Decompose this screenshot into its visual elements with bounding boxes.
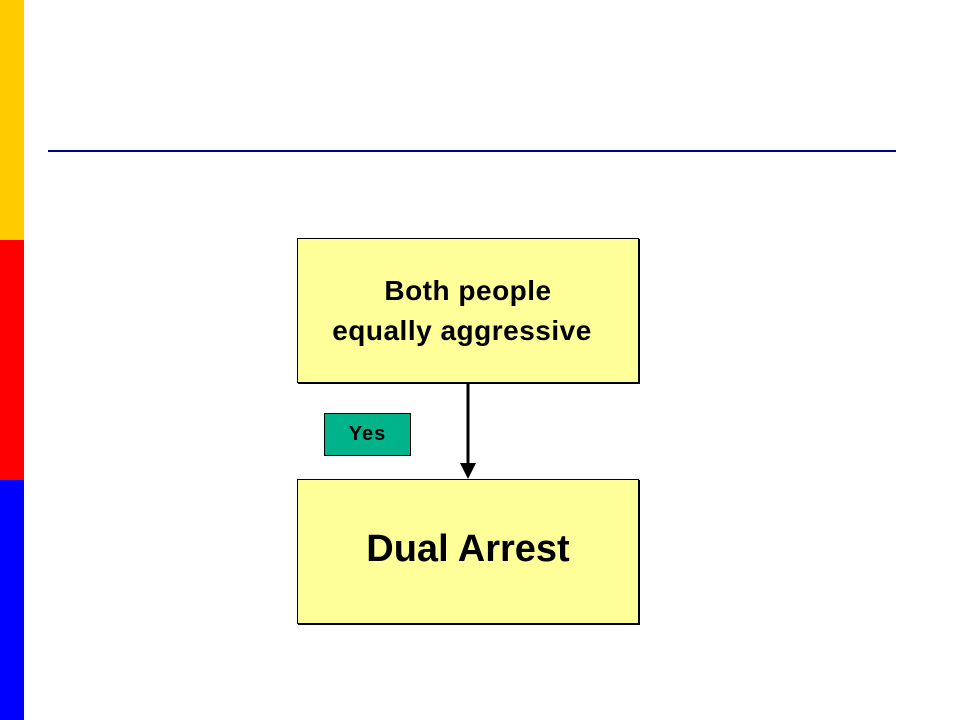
accent-bar-red: [0, 240, 24, 480]
outcome-node: Dual Arrest: [297, 479, 639, 624]
edge-label-yes: Yes: [324, 413, 411, 456]
connector-arrowhead: [460, 463, 476, 479]
decision-text-line-1: Both people: [384, 274, 552, 306]
decision-node: Both people equally aggressive: [297, 238, 639, 383]
outcome-text: Dual Arrest: [366, 528, 570, 570]
title-divider: [48, 150, 896, 152]
decision-text-line-2: equally aggressive: [332, 314, 592, 346]
accent-bar-yellow: [0, 0, 24, 240]
accent-bar-blue: [0, 480, 24, 720]
